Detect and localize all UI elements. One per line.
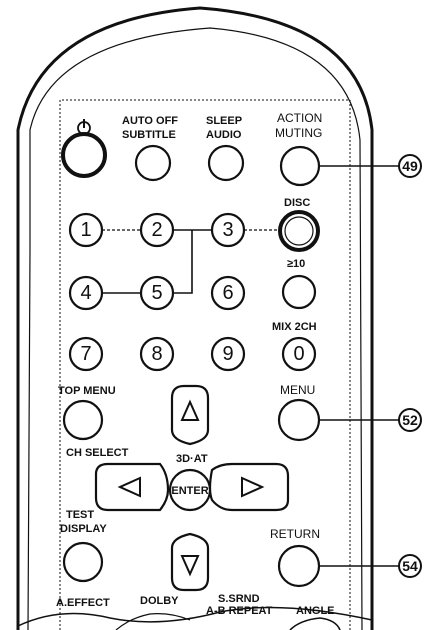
display-label: DISPLAY [60,523,107,535]
remote-outline [16,6,374,630]
up-arrow-icon [180,399,200,421]
callout-49-text: 49 [402,158,418,174]
remote-inner-outline [27,27,363,630]
num-5-button[interactable] [139,275,175,311]
num-8-text: 8 [151,343,162,365]
callout-49 [398,154,422,178]
down-arrow-icon [180,555,200,577]
power-button[interactable] [61,132,107,178]
ch-select-label: CH SELECT [66,447,129,459]
num-6-button[interactable] [210,275,246,311]
right-arrow-icon [241,476,265,498]
menu-button[interactable] [277,398,321,442]
disc-button[interactable] [278,210,320,252]
right-button[interactable] [208,462,290,512]
num-6-text: 6 [222,282,233,304]
auto-off-label: AUTO OFF [122,115,178,127]
num-4-text: 4 [80,282,91,304]
num-9-button[interactable] [210,336,246,372]
num-7-text: 7 [80,343,91,365]
repeat-label: 3D·AT [176,453,208,465]
ge10-button[interactable] [281,274,317,310]
enter-label: ENTER [171,485,208,497]
muting-button[interactable] [279,145,321,187]
link-wire [174,230,193,294]
callout-54 [398,554,422,578]
subtitle-button[interactable] [134,144,172,182]
top-menu-button[interactable] [62,399,104,441]
subtitle-label: SUBTITLE [122,129,176,141]
left-button[interactable] [94,462,170,512]
a-effect-label: A.EFFECT [56,597,110,609]
muting-label: MUTING [275,126,322,140]
power-icon [77,119,91,135]
display-button[interactable] [62,541,104,583]
top-menu-label: TOP MENU [58,385,116,397]
audio-button[interactable] [207,144,245,182]
a-repeat-label: A-B REPEAT [206,605,273,617]
callout-52-text: 52 [402,412,418,428]
audio-label: AUDIO [206,129,242,141]
return-button[interactable] [277,544,321,588]
action-label: ACTION [277,111,322,125]
up-button[interactable] [170,384,210,446]
mix2ch-label: MIX 2CH [272,321,317,333]
num-0-button[interactable] [281,336,317,372]
callout-52 [398,408,422,432]
num-1-text: 1 [80,219,91,241]
left-arrow-icon [117,476,141,498]
callout-54-text: 54 [402,558,418,574]
button-panel-border [59,99,351,630]
num-8-button[interactable] [139,336,175,372]
down-button[interactable] [170,532,210,592]
dolby-label: DOLBY [140,595,179,607]
sleep-label: SLEEP [206,115,242,127]
num-0-text: 0 [293,343,304,365]
return-label: RETURN [270,527,320,541]
num-3-text: 3 [222,219,233,241]
s-srnd-label: S.SRND [218,593,260,605]
num-9-text: 9 [222,343,233,365]
num-2-text: 2 [151,219,162,241]
disc-label: DISC [284,197,310,209]
num-5-text: 5 [151,282,162,304]
menu-label: MENU [280,383,315,397]
torn-edge [17,606,373,627]
test-label: TEST [66,509,94,521]
num-7-button[interactable] [68,336,104,372]
ge10-label: ≥10 [287,258,305,270]
